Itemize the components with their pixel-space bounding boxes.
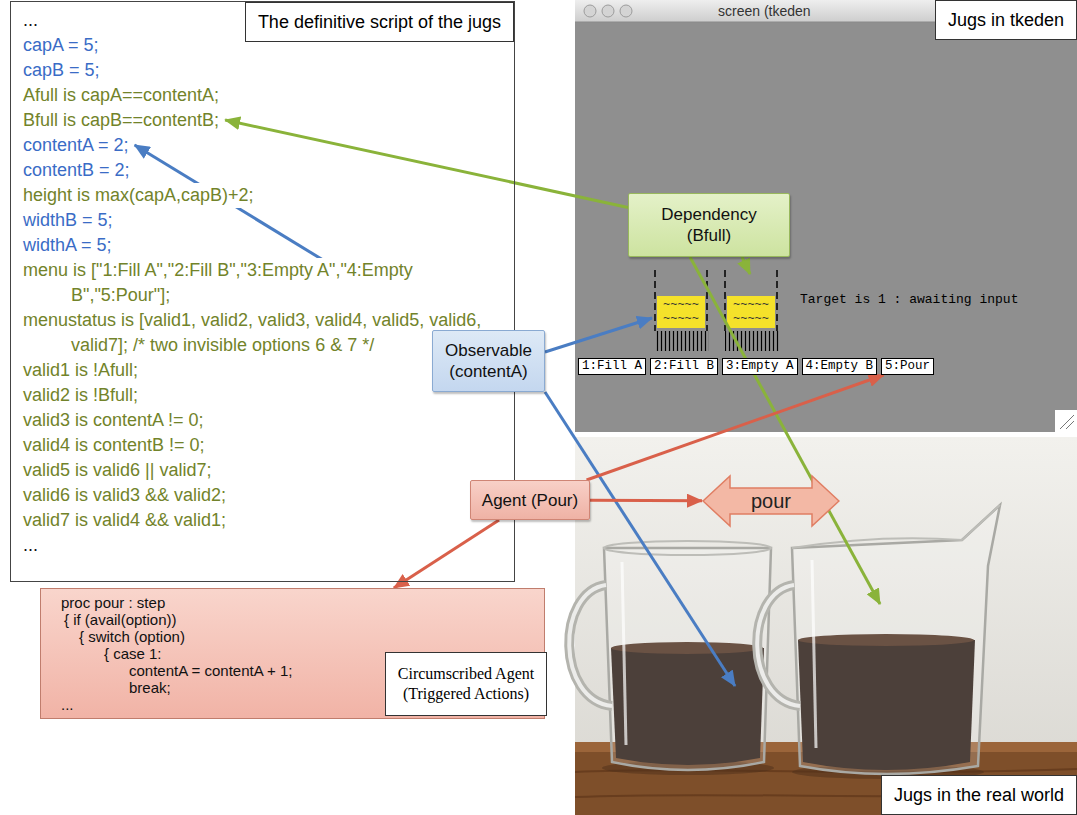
water-glyph: ~~~~~	[733, 299, 769, 311]
menu-button: 4:Empty B	[802, 358, 878, 375]
jugs-photo	[569, 585, 612, 706]
jugs-photo	[604, 548, 771, 770]
script-line: valid5 is valid6 || valid7;	[23, 458, 211, 483]
tkeden-window-graphic	[1066, 421, 1074, 429]
script-panel: ...capA = 5;capB = 5;Afull is capA==cont…	[10, 1, 515, 582]
script-line: capA = 5;	[23, 33, 99, 58]
script-line: valid1 is !Afull;	[23, 358, 138, 383]
script-line: widthA = 5;	[23, 233, 112, 258]
callout-label: Dependency (Bfull)	[651, 204, 767, 246]
panel-title-box: Jugs in the real world	[881, 775, 1077, 815]
jugs-photo	[575, 437, 1077, 815]
script-line: contentB = 2;	[23, 158, 130, 183]
leader-arrow	[545, 257, 880, 686]
jugs-photo	[757, 585, 800, 706]
menu-button: 1:Fill A	[578, 358, 646, 375]
callout-label: Agent (Pour)	[482, 490, 578, 511]
jugs-photo	[604, 541, 771, 555]
screen-jug	[654, 270, 656, 331]
pour-double-arrow: pour	[702, 474, 840, 528]
screen-jug	[776, 270, 778, 331]
leader-arrow	[742, 257, 750, 274]
menu-button: 2:Fill B	[650, 358, 718, 375]
tkeden-window-graphic	[575, 0, 1077, 432]
agent-arrow	[587, 375, 884, 480]
menu-item: 3:Empty A	[726, 359, 794, 374]
screen-jug	[706, 270, 708, 331]
script-line: ...	[23, 533, 71, 558]
script-line: contentA = 2;	[23, 133, 129, 158]
screen-jug	[655, 331, 709, 351]
screen-jug	[655, 270, 709, 351]
tkeden-window-graphic	[1055, 410, 1077, 432]
panel-title: Jugs in the real world	[894, 784, 1064, 806]
screen-jug	[657, 296, 705, 328]
script-line: valid4 is contentB != 0;	[23, 433, 205, 458]
water-glyph: ~~~~~	[733, 299, 769, 311]
menu-item: 2:Fill B	[654, 359, 714, 374]
agent-arrow	[394, 520, 499, 588]
menu-button: 5:Pour	[881, 358, 934, 375]
tkeden-window-graphic	[602, 5, 614, 17]
script-line: Afull is capA==contentA;	[23, 83, 219, 108]
script-line: capB = 5;	[23, 58, 100, 83]
script-line: valid2 is !Bfull;	[23, 383, 138, 408]
script-line: ...	[23, 8, 71, 33]
water-glyph: ~~~~~	[663, 299, 699, 311]
tkeden-window-graphic	[620, 5, 632, 17]
code-line: { if (avail(option))	[64, 611, 536, 628]
jugs-photo	[569, 437, 1077, 815]
double-arrow-shape	[703, 476, 839, 526]
caption-box: Circumscribed Agent (Triggered Actions)	[385, 652, 547, 716]
status-text: Target is 1 : awaiting input	[800, 292, 1018, 308]
jugs-photo	[569, 585, 612, 706]
agent-arrow	[590, 499, 702, 502]
tkeden-window-graphic	[1060, 415, 1074, 429]
menu-button: 3:Empty A	[722, 358, 798, 375]
panel-title-box: The definitive script of the jugs	[245, 2, 514, 42]
leader-arrow	[690, 257, 880, 604]
water-glyph: ~~~~~	[663, 299, 699, 311]
panel-title: The definitive script of the jugs	[258, 11, 501, 33]
dependency-callout: Dependency (Bfull)	[628, 193, 790, 257]
panel-title: Jugs in tkeden	[948, 9, 1064, 31]
menu-item: 1:Fill A	[582, 359, 642, 374]
status-text: Target is 1 : awaiting input	[800, 292, 1018, 308]
window-title: screen (tkeden	[718, 3, 811, 19]
agent-callout: Agent (Pour)	[470, 480, 590, 520]
callout-label: Observable (contentA)	[439, 340, 538, 382]
water-glyph: ~~~~~	[733, 313, 769, 325]
leader-arrow	[545, 318, 652, 352]
jugs-photo	[757, 585, 800, 706]
screen-jug	[725, 270, 779, 351]
dependency-arrow	[225, 120, 628, 207]
script-line: Bfull is capB==contentB;	[23, 108, 219, 133]
jugs-photo	[622, 562, 626, 745]
script-line: valid3 is contentA != 0;	[23, 408, 204, 433]
jugs-photo	[812, 560, 816, 748]
screen-jug	[727, 296, 775, 328]
water-glyph: ~~~~~	[663, 313, 699, 325]
script-line: height is max(capA,capB)+2;	[23, 183, 254, 208]
box-label: Circumscribed Agent (Triggered Actions)	[392, 664, 540, 704]
script-line: valid6 is valid3 && valid2;	[23, 483, 226, 508]
tkeden-window-graphic	[584, 5, 596, 17]
observable-callout: Observable (contentA)	[432, 330, 545, 392]
action-label: pour	[751, 489, 791, 513]
code-line: proc pour : step	[61, 594, 536, 611]
water-glyph: ~~~~~	[733, 313, 769, 325]
code-line: { switch (option)	[79, 628, 536, 645]
script-line: menu is ["1:Fill A","2:Fill B","3:Empty …	[23, 258, 504, 308]
tkeden-window-graphic	[575, 0, 1077, 432]
menu-item: 5:Pour	[885, 359, 930, 374]
panel-title-box: Jugs in tkeden	[935, 0, 1077, 40]
script-line: valid7 is valid4 && valid1;	[23, 508, 226, 533]
menu-item: 4:Empty B	[806, 359, 874, 374]
script-line: widthB = 5;	[23, 208, 113, 233]
jugs-photo	[792, 505, 1000, 774]
water-glyph: ~~~~~	[663, 313, 699, 325]
